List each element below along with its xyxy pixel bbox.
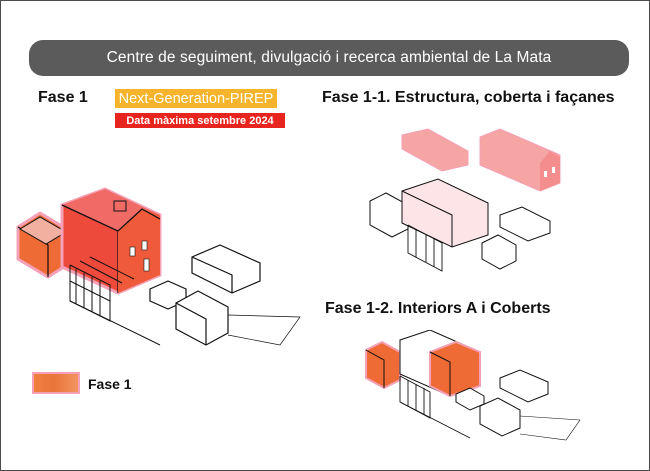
exploded-roof-left bbox=[401, 128, 469, 172]
deadline-badge-text: Data màxima setembre 2024 bbox=[126, 114, 274, 127]
deadline-badge: Data màxima setembre 2024 bbox=[115, 113, 285, 128]
program-badge: Next-Generation-PIREP bbox=[115, 89, 277, 108]
fase-1-axonometric-drawing bbox=[16, 187, 301, 346]
fase-1-1-heading: Fase 1-1. Estructura, coberta i façanes bbox=[322, 89, 615, 106]
annex-building-orange-1-2 bbox=[365, 340, 401, 390]
fase-1-2-heading: Fase 1-2. Interiors A i Coberts bbox=[325, 300, 551, 317]
base-pergola bbox=[407, 224, 443, 272]
annex-building-orange bbox=[16, 211, 72, 279]
outbuilding-right bbox=[191, 244, 261, 294]
fase-1-1-axonometric-drawing bbox=[369, 128, 561, 272]
legend-label-fase-1: Fase 1 bbox=[88, 376, 132, 392]
legend-swatch-fase-1 bbox=[34, 374, 78, 392]
page-title: Centre de seguiment, divulgació i recerc… bbox=[106, 49, 552, 66]
main-building-red bbox=[60, 187, 162, 295]
outbuilding-front bbox=[175, 290, 301, 346]
outbuildings-1-2 bbox=[455, 369, 581, 441]
base-buildings bbox=[369, 178, 551, 270]
pergola-structure bbox=[69, 256, 161, 346]
title-banner: Centre de seguiment, divulgació i recerc… bbox=[29, 40, 629, 76]
program-badge-text: Next-Generation-PIREP bbox=[118, 90, 274, 107]
exploded-facade-right bbox=[479, 128, 561, 192]
main-building-1-2 bbox=[399, 330, 481, 398]
fase-1-heading: Fase 1 bbox=[38, 89, 88, 106]
pergola-1-2 bbox=[399, 375, 471, 439]
fase-1-2-axonometric-drawing bbox=[365, 330, 581, 441]
